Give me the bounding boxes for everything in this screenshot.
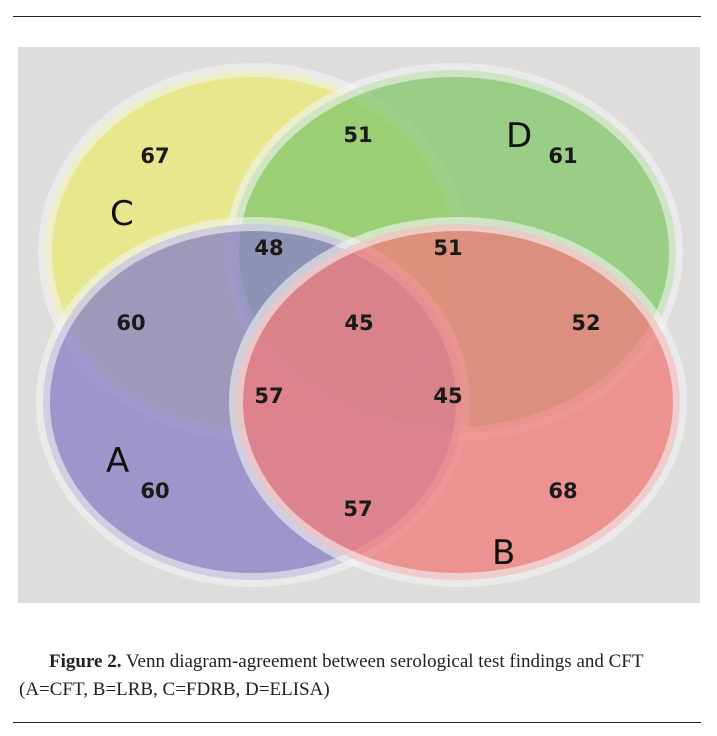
set-B-ellipse — [229, 217, 687, 587]
top-rule — [13, 16, 701, 17]
region-value: 45 — [344, 311, 373, 335]
bottom-rule — [13, 722, 701, 723]
region-value: 57 — [343, 497, 372, 521]
region-value: 60 — [116, 311, 145, 335]
region-value: 51 — [433, 236, 462, 260]
set-label-D: D — [506, 116, 532, 156]
venn-diagram: A B C D 67 51 61 48 51 60 45 52 57 45 60 57 68 — [18, 47, 700, 603]
region-value: 61 — [548, 144, 577, 168]
region-value: 48 — [254, 236, 283, 260]
region-value: 68 — [548, 479, 577, 503]
set-label-B: B — [492, 533, 515, 573]
region-value: 67 — [140, 144, 169, 168]
region-value: 60 — [140, 479, 169, 503]
set-label-C: C — [110, 194, 134, 234]
region-value: 57 — [254, 384, 283, 408]
region-value: 51 — [343, 123, 372, 147]
region-value: 45 — [433, 384, 462, 408]
set-label-A: A — [106, 441, 129, 481]
figure-caption: Figure 2. Venn diagram-agreement between… — [19, 648, 703, 704]
region-value: 52 — [571, 311, 600, 335]
figure-label: Figure 2. — [49, 651, 122, 672]
caption-text: Venn diagram-agreement between serologic… — [19, 651, 644, 700]
